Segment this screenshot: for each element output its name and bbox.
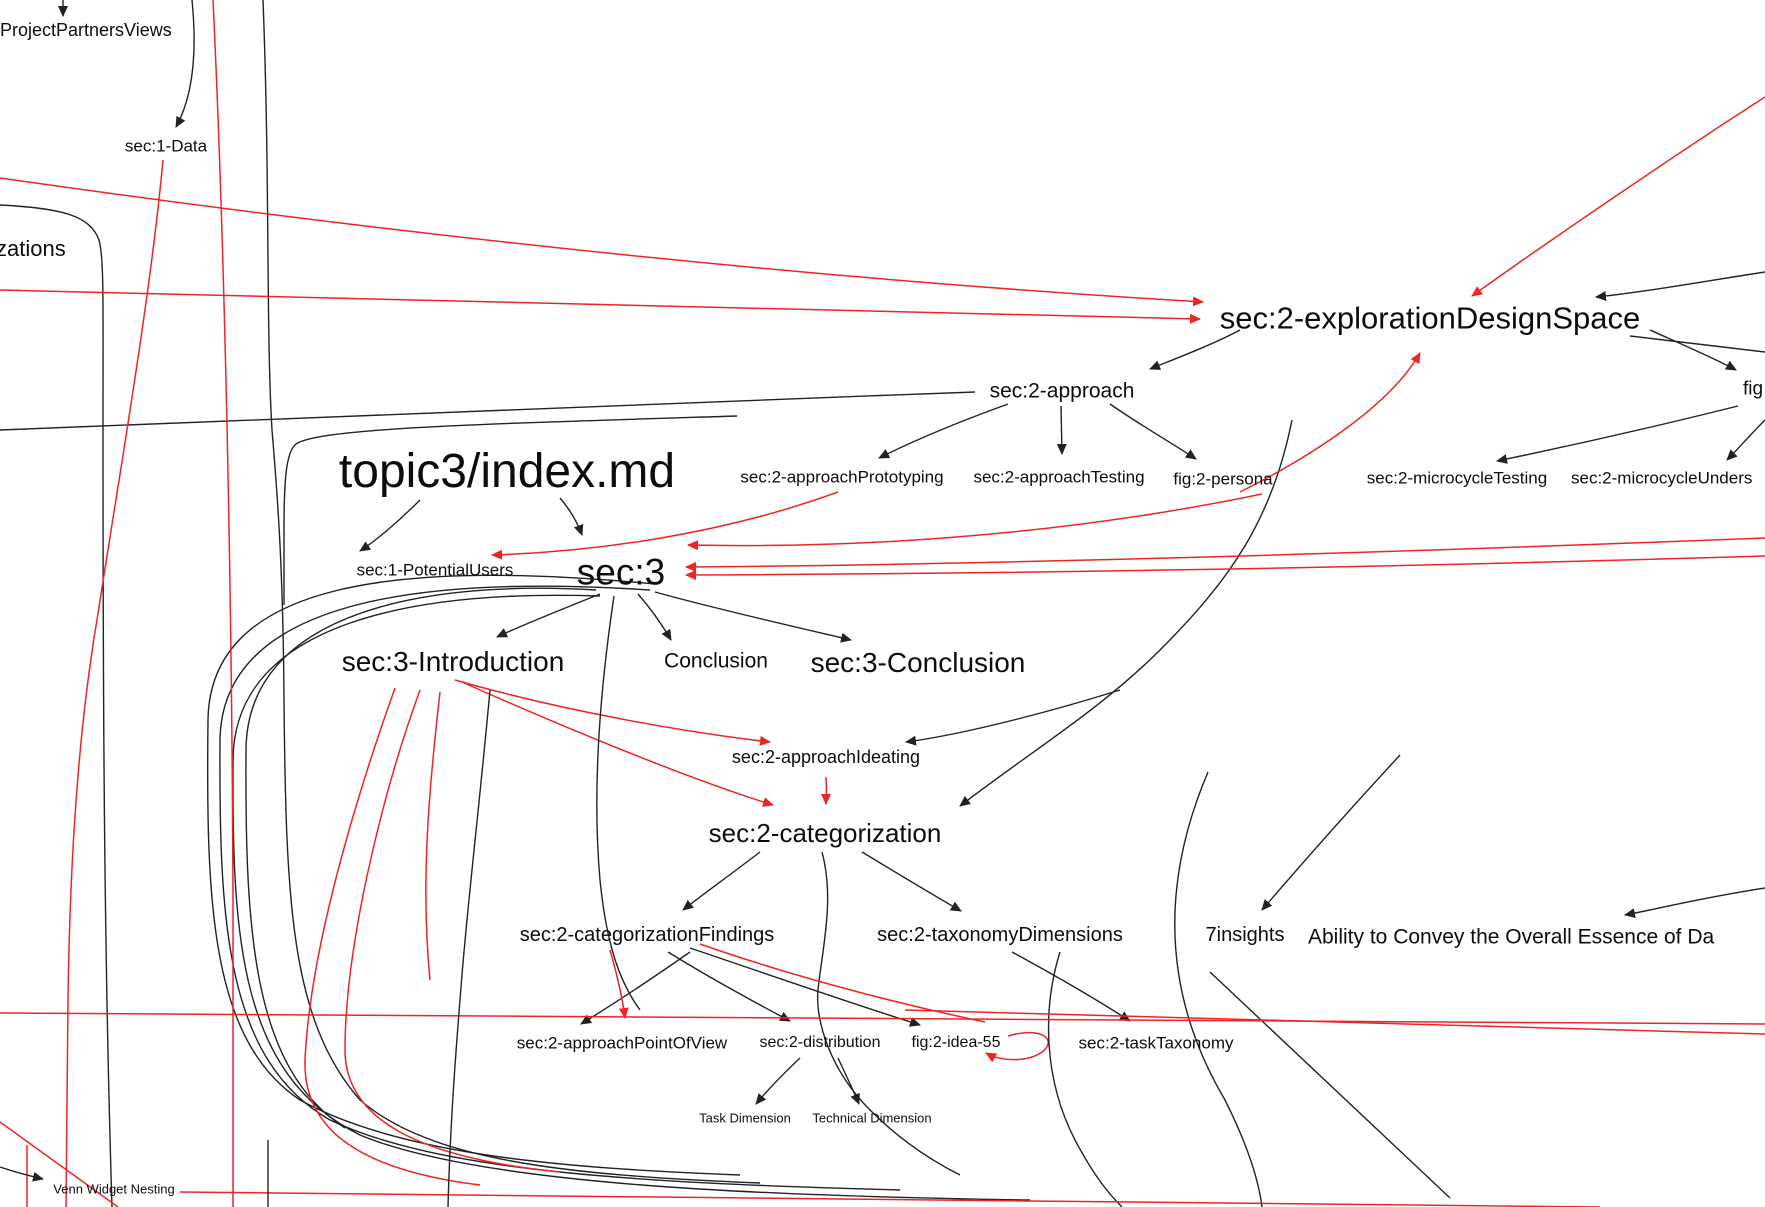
edge-x-to-exploration — [0, 177, 1204, 307]
edge-categorization-to-x — [816, 851, 961, 1176]
edge-x-to-x — [0, 204, 113, 1207]
node-taxonomy-dimensions[interactable]: sec:2-taxonomyDimensions — [877, 924, 1123, 946]
edge-x-to-x — [283, 415, 738, 605]
node-fig-idea-55[interactable]: fig:2-idea-55 — [911, 1034, 1001, 1051]
node-index-md[interactable]: topic3/index.md — [338, 445, 676, 498]
node-task-taxonomy[interactable]: sec:2-taskTaxonomy — [1078, 1033, 1234, 1053]
node-sec-1-data[interactable]: sec:1-Data — [124, 136, 208, 156]
edge-fig-persona-to-exploration — [1239, 352, 1421, 493]
edge-x-to-sec-1-data — [175, 0, 195, 128]
edge-x-to-approach — [0, 391, 976, 431]
edge-categorization-findings-to-fig-idea-55 — [689, 947, 921, 1027]
node-exploration[interactable]: sec:2-explorationDesignSpace — [1219, 300, 1641, 336]
edge-sec3-introduction-to-x — [344, 689, 561, 1173]
edge-approach-to-approach-prototyping — [878, 403, 1009, 459]
node-sec3[interactable]: sec:3 — [576, 551, 666, 593]
edge-x-to-ability-essence — [1624, 887, 1765, 919]
edge-sec3-to-x — [596, 595, 641, 1011]
edge-sec3-to-conclusion — [637, 593, 672, 641]
edge-sec3-to-sec3-conclusion — [654, 591, 852, 643]
edge-taxonomy-dimensions-to-task-taxonomy — [1011, 951, 1131, 1022]
edge-categorization-to-taxonomy-dimensions — [861, 851, 962, 912]
edge-x-to-exploration — [1471, 96, 1765, 297]
node-task-dimension[interactable]: Task Dimension — [699, 1110, 791, 1126]
node-approach[interactable]: sec:2-approach — [989, 379, 1135, 403]
edge-x-to-x — [219, 585, 901, 1191]
edge-sec-1-data-to-x — [65, 159, 164, 1207]
node-distribution[interactable]: sec:2-distribution — [759, 1034, 881, 1051]
edge-x-to-sec3 — [685, 537, 1765, 572]
edge-fig-idea-55-to-fig-idea-55 — [985, 1031, 1049, 1063]
edge-sec3-introduction-to-categorization — [461, 681, 774, 807]
edge-exploration-to-fig — [1649, 329, 1737, 371]
edge-x-to-x — [212, 0, 234, 1207]
edge-x-to-x — [245, 587, 597, 1129]
node-fig[interactable]: fig — [1743, 378, 1764, 400]
edge-sec3-introduction-to-approach-ideating — [454, 679, 771, 746]
edge-categorization-findings-to-approach-pov — [609, 949, 629, 1019]
node-microcycle-testing[interactable]: sec:2-microcycleTesting — [1366, 468, 1548, 488]
node-conclusion[interactable]: Conclusion — [664, 649, 768, 673]
node-zations[interactable]: zations — [0, 236, 66, 261]
edge-x-to-x — [904, 1009, 1765, 1035]
node-approach-ideating[interactable]: sec:2-approachIdeating — [731, 747, 921, 767]
edge-exploration-to-approach — [1149, 329, 1241, 370]
node-seven-insights[interactable]: 7insights — [1205, 924, 1285, 946]
edge-x-to-x — [0, 1121, 119, 1207]
edge-distribution-to-task-dimension — [755, 1057, 801, 1105]
edge-index-md-to-sec3 — [559, 497, 584, 536]
edge-venn-widget-nesting-to-x — [179, 1191, 1601, 1207]
node-sec3-conclusion[interactable]: sec:3-Conclusion — [810, 647, 1026, 678]
edge-approach-to-approach-testing — [1056, 405, 1067, 455]
edge-sec3-introduction-to-x — [425, 691, 441, 981]
node-venn-widget-nesting[interactable]: Venn Widget Nesting — [53, 1181, 175, 1197]
node-approach-testing[interactable]: sec:2-approachTesting — [973, 467, 1145, 487]
edge-fig-to-microcycle-testing — [1496, 405, 1739, 464]
node-approach-pov[interactable]: sec:2-approachPointOfView — [516, 1033, 728, 1053]
edge-fig-persona-to-categorization — [959, 419, 1293, 807]
edge-x-to-sec3 — [685, 555, 1765, 580]
node-microcycle-unders[interactable]: sec:2-microcycleUnders — [1571, 468, 1753, 488]
edge-x-to-seven-insights — [1261, 754, 1401, 911]
edge-x-to-x — [1173, 771, 1263, 1207]
edge-approach-prototyping-to-potential-users — [491, 491, 839, 560]
edge-x-to-x — [1209, 971, 1451, 1199]
edge-exploration-to-x — [1629, 335, 1765, 353]
edge-x-to-microcycle-unders — [1726, 419, 1765, 461]
node-project-partners-views[interactable]: -ProjectPartnersViews — [0, 20, 172, 40]
edge-fig-persona-to-sec3 — [687, 493, 1263, 551]
edge-x-to-exploration — [0, 289, 1201, 324]
node-fig-persona[interactable]: fig:2-persona — [1173, 469, 1273, 489]
edge-x-to-approach-ideating — [905, 689, 1121, 746]
edge-x-to-x — [206, 574, 741, 1176]
node-approach-prototyping[interactable]: sec:2-approachPrototyping — [740, 467, 944, 487]
node-technical-dimension[interactable]: Technical Dimension — [812, 1110, 932, 1126]
node-categorization[interactable]: sec:2-categorization — [708, 818, 942, 848]
edge-approach-to-fig-persona — [1109, 403, 1197, 460]
edge-categorization-to-categorization-findings — [682, 851, 761, 911]
edge-taxonomy-dimensions-to-x — [1047, 951, 1123, 1207]
node-potential-users[interactable]: sec:1-PotentialUsers — [356, 560, 514, 580]
edge-categorization-findings-to-distribution — [667, 951, 791, 1022]
node-categorization-findings[interactable]: sec:2-categorizationFindings — [519, 924, 775, 946]
edge-x-to-x — [232, 594, 1031, 1201]
edge-x-to-exploration — [1595, 271, 1765, 301]
edge-x-to-x — [262, 0, 761, 1184]
edge-categorization-findings-to-fig-idea-55 — [699, 943, 986, 1023]
edge-x-to-x — [447, 689, 491, 1207]
edge-sec3-to-sec3-introduction — [496, 593, 601, 638]
edge-x-to-x — [0, 1012, 1765, 1025]
edge-index-md-to-potential-users — [359, 499, 421, 552]
edge-x-to-venn-widget-nesting — [0, 1166, 44, 1182]
edge-categorization-findings-to-approach-pov — [580, 951, 691, 1025]
edge-sec3-introduction-to-x — [304, 687, 481, 1186]
node-sec3-introduction[interactable]: sec:3-Introduction — [341, 646, 565, 677]
node-ability-essence[interactable]: Ability to Convey the Overall Essence of… — [1308, 925, 1715, 949]
edge-distribution-to-technical-dimension — [837, 1057, 860, 1105]
